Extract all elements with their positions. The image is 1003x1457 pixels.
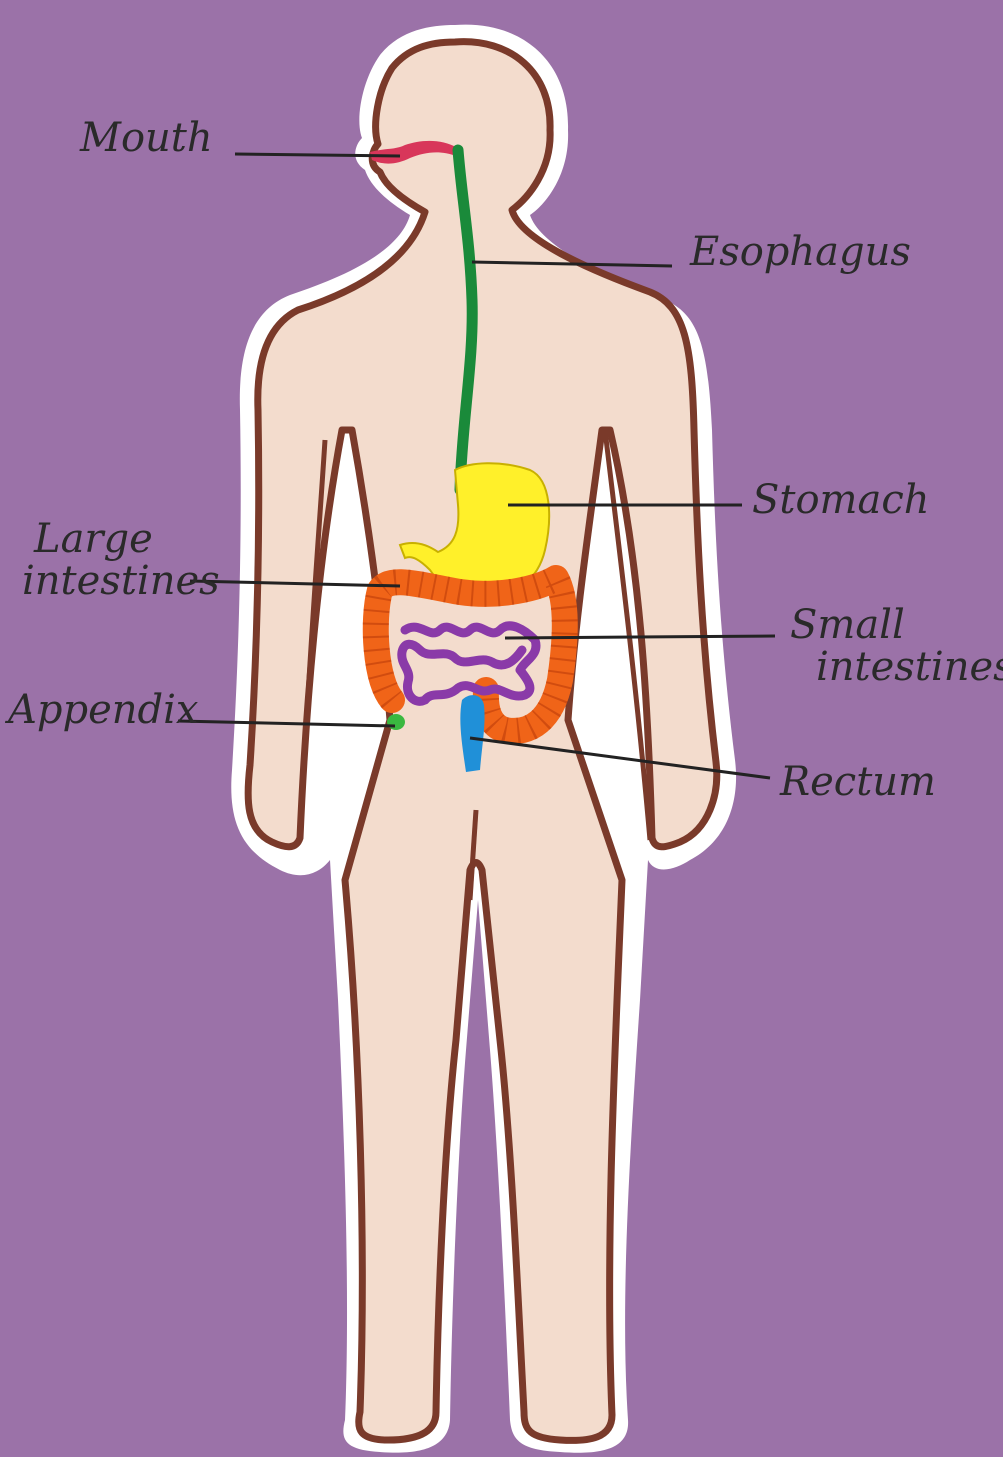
- small-intestines-label-line2: intestines: [790, 646, 1003, 688]
- appendix-organ: [387, 714, 405, 730]
- large-intestines-label: Large intestines: [22, 518, 220, 602]
- mouth-leader-line: [235, 154, 400, 156]
- large-intestines-label-line1: Large: [22, 518, 220, 560]
- small-intestines-leader-line: [505, 636, 775, 638]
- appendix-label: Appendix: [8, 690, 199, 730]
- large-intestines-label-line2: intestines: [22, 560, 220, 602]
- small-intestines-label: Small intestines: [790, 604, 1003, 688]
- esophagus-label: Esophagus: [690, 232, 911, 272]
- stomach-label: Stomach: [752, 480, 930, 520]
- mouth-label: Mouth: [80, 118, 213, 158]
- rectum-label: Rectum: [780, 762, 936, 802]
- small-intestines-label-line1: Small: [790, 604, 1003, 646]
